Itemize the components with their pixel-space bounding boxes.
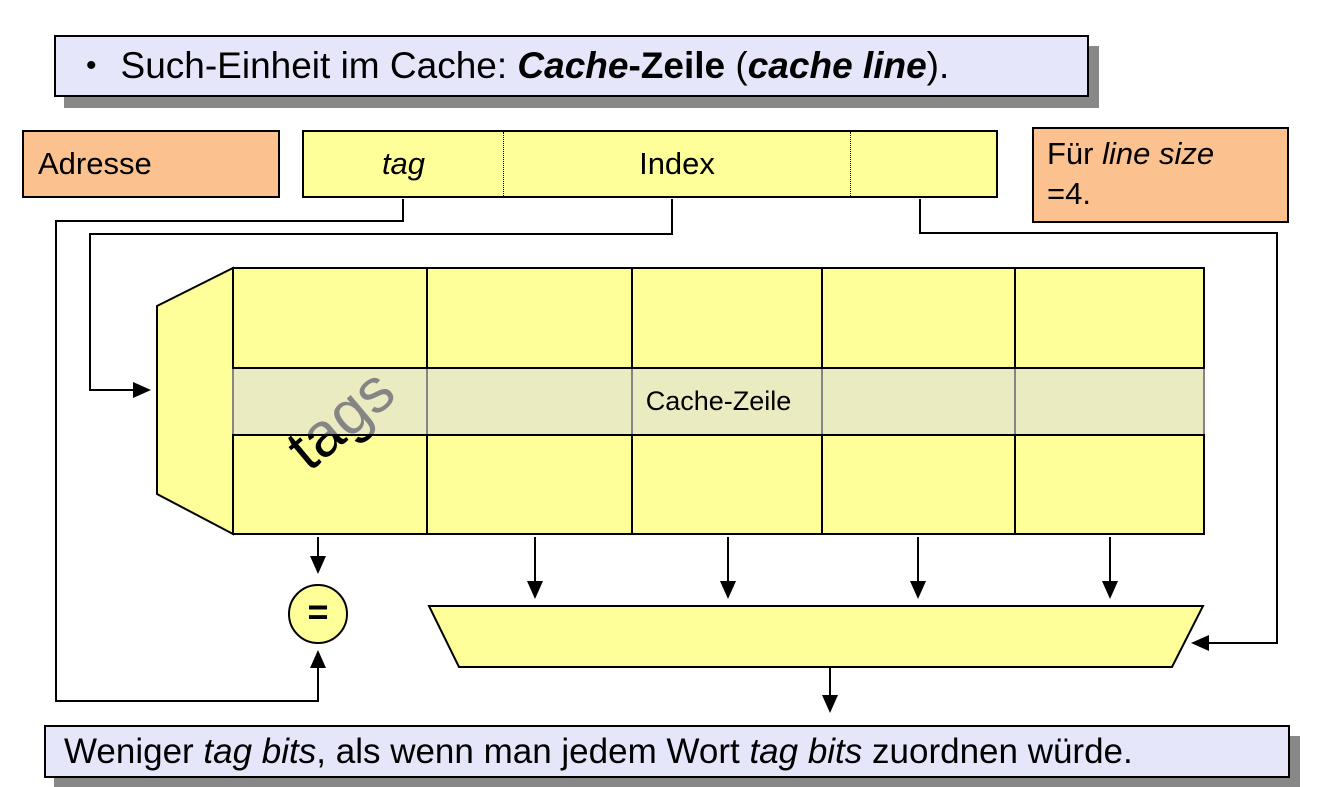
line-size-note-line2: =4. <box>1047 176 1091 212</box>
equality-comparator: = <box>288 584 348 644</box>
address-field-tag: tag <box>304 132 504 196</box>
footer-text: Weniger tag bits, als wenn man jedem Wor… <box>64 731 1133 771</box>
tag-connector <box>55 199 404 702</box>
footer-panel: Weniger tag bits, als wenn man jedem Wor… <box>44 725 1290 778</box>
line-size-note-box: Für line size =4. <box>1032 127 1289 223</box>
address-field-offset <box>851 132 996 196</box>
cache-line-label: Cache-Zeile <box>645 386 792 416</box>
bullet-glyph: • <box>86 49 97 82</box>
title-panel: • Such-Einheit im Cache: Cache-Zeile (ca… <box>54 35 1089 97</box>
offset-connector <box>919 199 1278 651</box>
address-field-index: Index <box>504 132 851 196</box>
mux-shape <box>427 605 1205 668</box>
tag-funnel-shape <box>156 266 234 536</box>
adresse-label-box: Adresse <box>22 130 280 198</box>
equals-sign: = <box>307 591 329 632</box>
index-connector <box>89 199 673 398</box>
title-text: Such-Einheit im Cache: Cache-Zeile (cach… <box>120 45 950 86</box>
address-bitfield-bar: tag Index <box>302 130 998 198</box>
line-size-note-line1: Für line size <box>1047 136 1215 171</box>
adresse-label: Adresse <box>38 146 152 181</box>
cache-line-highlight-band: Cache-Zeile <box>232 367 1205 436</box>
